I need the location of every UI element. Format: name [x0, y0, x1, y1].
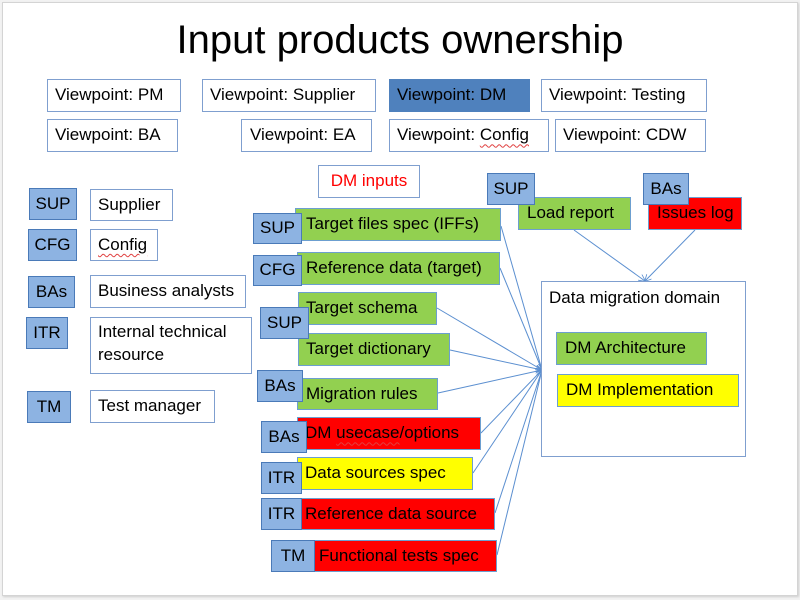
legend-code-tm: TM: [27, 391, 71, 423]
viewpoint-ea-button[interactable]: Viewpoint: EA: [241, 119, 372, 152]
legend-code-itr: ITR: [26, 317, 68, 349]
owner-tag-itr: ITR: [261, 462, 302, 494]
owner-tag-cfg: CFG: [253, 255, 302, 286]
legend-name-supplier: Supplier: [90, 189, 173, 221]
domain-item-dm-implementation: DM Implementation: [557, 374, 739, 407]
owner-tag-sup: SUP: [260, 307, 309, 339]
viewpoint-testing-button[interactable]: Viewpoint: Testing: [541, 79, 707, 112]
viewpoint-pm-button[interactable]: Viewpoint: PM: [47, 79, 181, 112]
owner-tag-bas: BAs: [261, 421, 307, 453]
connector-migration-rules: [437, 370, 542, 394]
input-target-dictionary: Target dictionary: [298, 333, 450, 366]
input-migration-rules: Migration rules: [297, 378, 438, 410]
data-migration-domain: Data migration domain: [541, 281, 746, 457]
viewpoint-supplier-button[interactable]: Viewpoint: Supplier: [202, 79, 376, 112]
owner-tag-bas: BAs: [643, 173, 689, 205]
connector-reference-data-target: [499, 267, 542, 370]
input-reference-data-source: Reference data source: [297, 498, 495, 530]
legend-code-cfg: CFG: [28, 229, 77, 261]
connector-load-report: [573, 229, 645, 281]
page-title: Input products ownership: [176, 18, 624, 62]
connector-reference-data-source: [494, 370, 542, 514]
connector-target-dictionary: [449, 349, 542, 370]
owner-tag-sup: SUP: [487, 173, 535, 205]
owner-tag-tm: TM: [271, 540, 315, 572]
connector-target-schema: [436, 307, 542, 370]
connector-functional-tests-spec: [496, 370, 542, 556]
legend-name-business-analysts: Business analysts: [90, 275, 246, 308]
connector-data-sources-spec: [472, 370, 542, 474]
connector-target-files-spec: [500, 225, 542, 370]
input-load-report: Load report: [518, 197, 631, 230]
legend-name-test-manager: Test manager: [90, 390, 215, 423]
dm-inputs-label: DM inputs: [318, 165, 420, 198]
input-dm-usecase-options: DM usecase/options: [297, 417, 481, 450]
input-data-sources-spec: Data sources spec: [297, 457, 473, 490]
input-target-schema: Target schema: [298, 292, 437, 325]
input-target-files-spec: Target files spec (IFFs): [295, 208, 501, 241]
legend-code-sup: SUP: [29, 188, 77, 220]
dm-usecase-text: DM usecase/options: [305, 423, 460, 443]
legend-code-bas: BAs: [28, 276, 75, 308]
viewpoint-dm-button[interactable]: Viewpoint: DM: [389, 79, 530, 112]
owner-tag-sup: SUP: [253, 213, 302, 244]
viewpoint-config-button[interactable]: Viewpoint: Config: [389, 119, 549, 152]
input-functional-tests-spec: Functional tests spec: [313, 540, 497, 572]
domain-item-dm-architecture: DM Architecture: [556, 332, 707, 365]
legend-name-internal-technical-resource: Internal technical resource: [90, 317, 252, 374]
owner-tag-bas: BAs: [257, 370, 303, 402]
input-reference-data-target: Reference data (target): [297, 252, 500, 285]
legend-name-config: Config: [90, 229, 158, 261]
connector-issues-log: [645, 229, 696, 281]
owner-tag-itr: ITR: [261, 498, 302, 530]
connector-dm-usecase: [480, 370, 542, 434]
viewpoint-cdw-button[interactable]: Viewpoint: CDW: [555, 119, 706, 152]
viewpoint-ba-button[interactable]: Viewpoint: BA: [47, 119, 178, 152]
